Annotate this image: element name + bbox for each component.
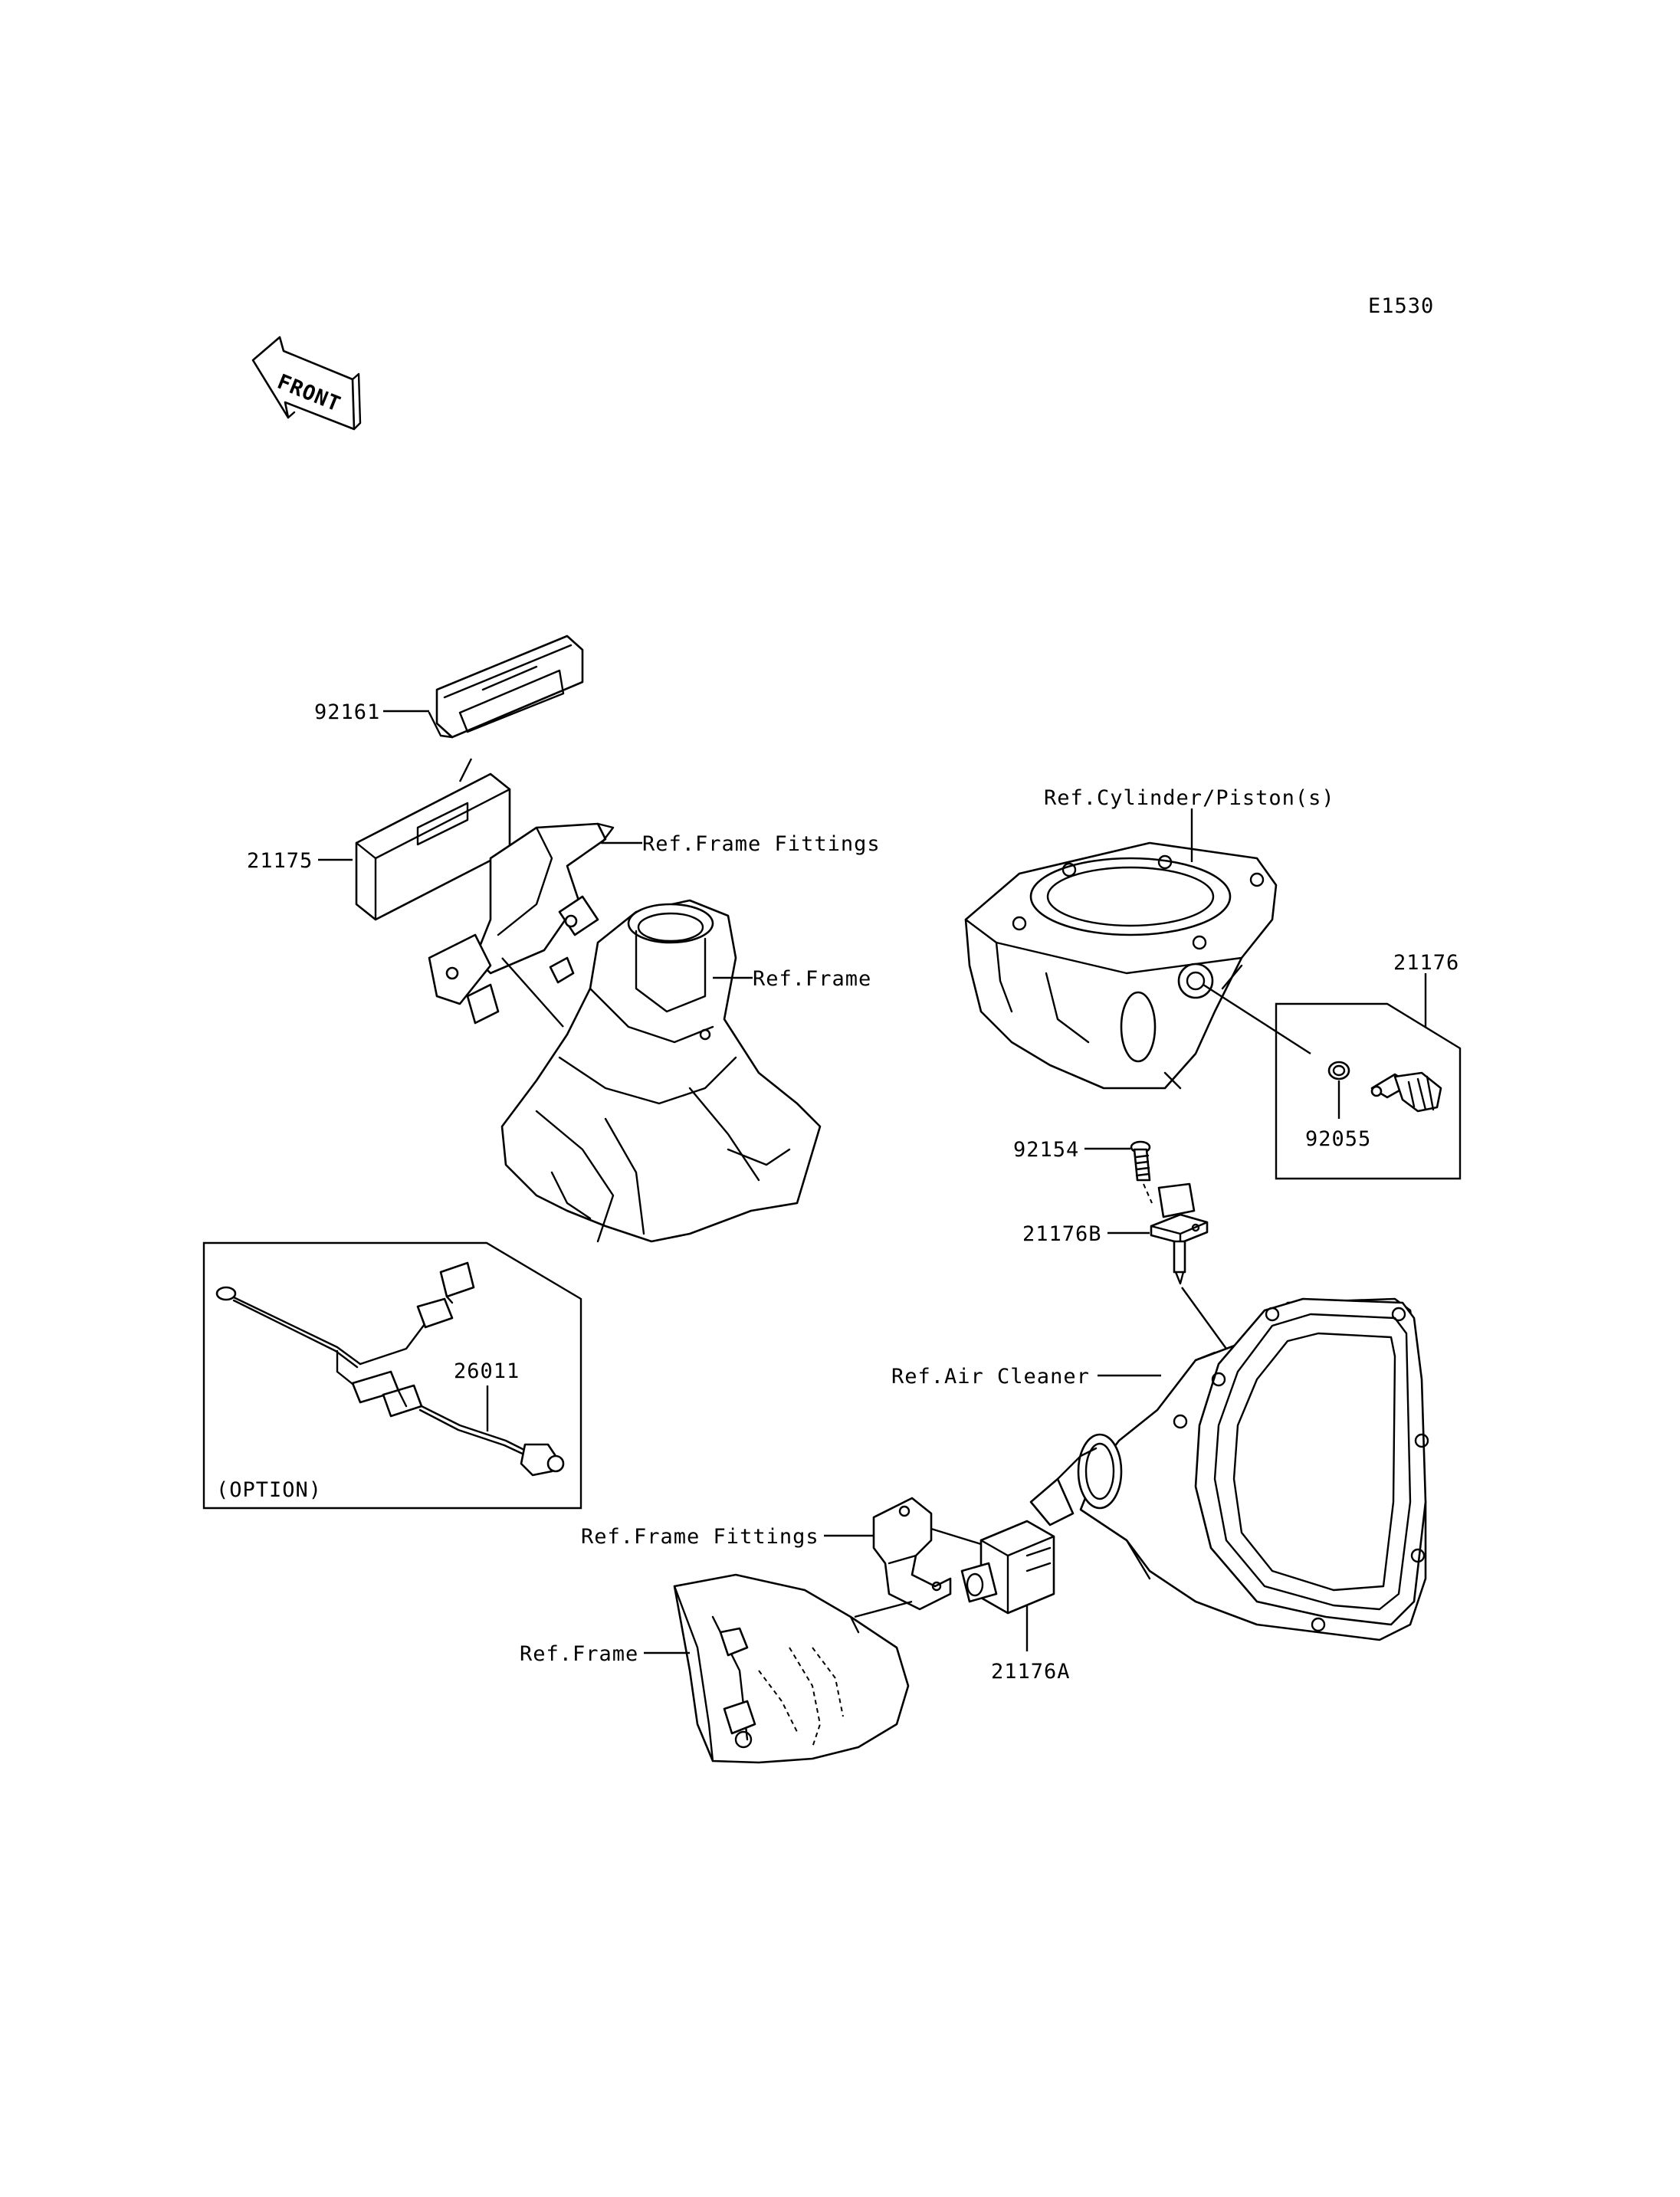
- label-21176A: 21176A: [991, 1660, 1071, 1684]
- cylinder: [964, 841, 1278, 1090]
- leader-bracket-to-frame: [854, 1600, 913, 1618]
- label-26011: 26011: [454, 1359, 520, 1383]
- leader-cylinder-to-sensor: [1203, 983, 1311, 1055]
- leader-bolt-to-sensor: [1143, 1183, 1153, 1204]
- label-ref-frame-fittings-top: Ref.Frame Fittings: [642, 832, 881, 856]
- bracket-bottom: [872, 1497, 952, 1611]
- label-ref-frame-fittings-bottom: Ref.Frame Fittings: [581, 1525, 819, 1549]
- option-box: [202, 1241, 582, 1510]
- frame-top: [500, 899, 822, 1243]
- frame-bottom: [673, 1573, 910, 1764]
- label-92154: 92154: [1013, 1138, 1079, 1162]
- label-option: (OPTION): [216, 1478, 322, 1502]
- label-92161: 92161: [314, 700, 380, 724]
- ecu-bracket: [428, 822, 615, 1025]
- label-21176B: 21176B: [1022, 1222, 1102, 1246]
- module-21176A: [960, 1520, 1055, 1615]
- leader-ecu-link: [458, 758, 473, 782]
- label-ref-air-cleaner: Ref.Air Cleaner: [891, 1365, 1090, 1389]
- label-21175: 21175: [247, 849, 313, 873]
- bolt-92154: [1130, 1140, 1151, 1182]
- front-arrow-icon: FRONT: [251, 336, 362, 431]
- o-ring-inner: [1332, 1064, 1346, 1077]
- label-ref-frame-bottom: Ref.Frame: [520, 1642, 638, 1666]
- harness-26011: [215, 1261, 565, 1477]
- ecu-21175: [355, 772, 511, 921]
- sensor-21176B: [1150, 1182, 1209, 1285]
- leader-ecu-to-frame: [501, 957, 564, 1028]
- diagram-code: E1530: [1368, 294, 1434, 318]
- leader-sensor-to-airbox: [1181, 1287, 1227, 1349]
- label-ref-cylinder: Ref.Cylinder/Piston(s): [1044, 786, 1335, 810]
- label-21176: 21176: [1393, 951, 1459, 975]
- air-cleaner: [1029, 1297, 1429, 1641]
- label-92055: 92055: [1305, 1127, 1371, 1151]
- leader-bracket-to-module: [930, 1527, 982, 1546]
- label-ref-frame-top: Ref.Frame: [753, 967, 871, 991]
- ecu-cover-92161: [428, 635, 584, 739]
- o-ring-92055: [1327, 1061, 1350, 1080]
- box-21176: [1275, 1002, 1462, 1180]
- temp-sensor-21176: [1370, 1071, 1442, 1113]
